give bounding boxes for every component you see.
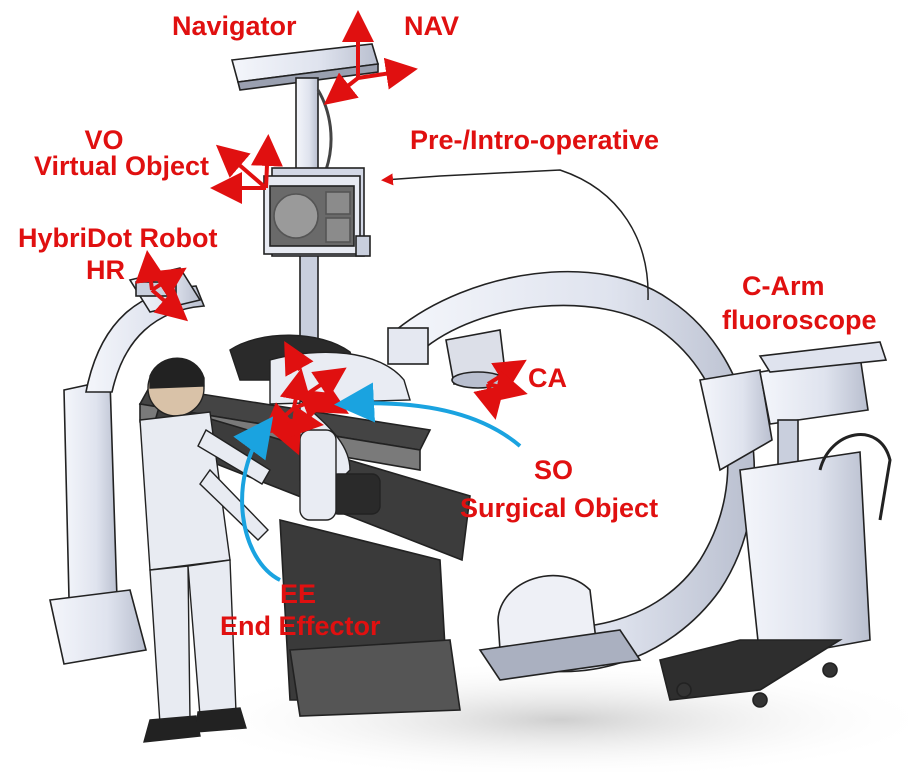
label-ca: CA <box>528 364 567 392</box>
label-end-effector: End Effector <box>220 612 381 640</box>
label-navigator: Navigator <box>172 12 297 40</box>
vo-frame-arrows <box>218 142 268 188</box>
label-hybridot-robot: HybriDot Robot <box>18 224 217 252</box>
label-nav: NAV <box>404 12 459 40</box>
label-ee: EE <box>280 580 316 608</box>
label-c-arm: C-Arm <box>742 272 825 300</box>
label-hr: HR <box>86 256 125 284</box>
label-fluoroscope: fluoroscope <box>722 306 877 334</box>
label-virtual-object: Virtual Object <box>34 152 209 180</box>
label-so: SO <box>534 456 573 484</box>
label-pre-intro-operative: Pre-/Intro-operative <box>410 126 659 154</box>
monitor-device <box>264 168 370 256</box>
label-surgical-object: Surgical Object <box>460 494 658 522</box>
c-arm-cart <box>660 342 890 707</box>
